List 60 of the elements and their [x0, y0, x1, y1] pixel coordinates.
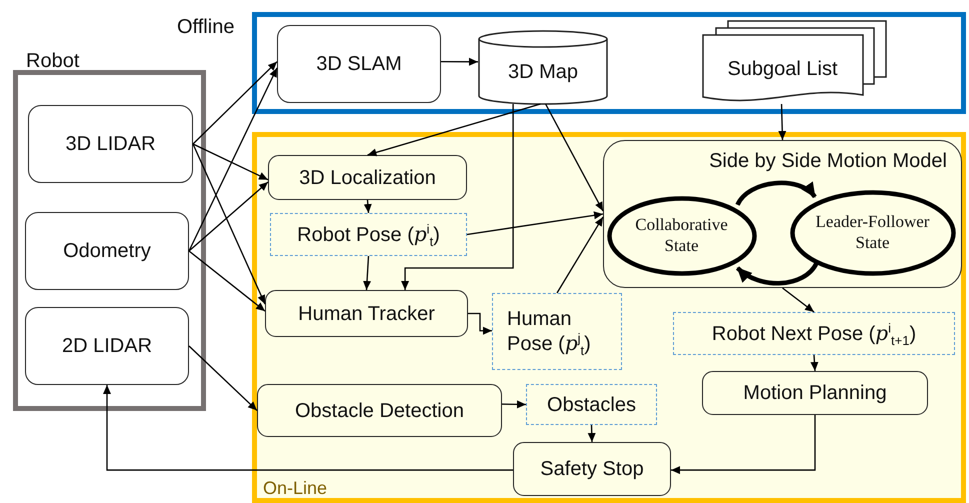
process-box: [25, 212, 189, 290]
arrow: [736, 262, 818, 286]
node-label: Robot Pose (p$^{i}$$_{t}$): [297, 222, 440, 247]
online-group-box: [252, 132, 966, 503]
process-box: [25, 307, 189, 385]
arrow: [188, 68, 278, 252]
node-label: 3D Localization: [299, 166, 436, 190]
process-box: [28, 105, 193, 183]
node-label: 3D SLAM: [316, 52, 402, 76]
node-label: Human Tracker: [298, 302, 435, 326]
arrow: [401, 104, 514, 290]
node-label: Odometry: [63, 239, 151, 263]
arrow: [556, 216, 604, 294]
arrow: [468, 312, 492, 335]
arrow: [671, 415, 816, 474]
arrow: [188, 182, 268, 252]
arrow: [545, 104, 604, 212]
arrow: [363, 256, 372, 290]
node-label: Collaborative State: [634, 215, 729, 256]
arrow: [192, 143, 268, 180]
node-label: Leader-Follower State: [814, 212, 930, 253]
node-label: Motion Planning: [743, 381, 887, 405]
node-label: Obstacles: [547, 392, 636, 416]
node-label: Robot Next Pose (p$^{i}$$_{t+1}$): [712, 321, 916, 346]
data-box: [673, 312, 955, 355]
arrow: [192, 61, 278, 144]
node-label: Safety Stop: [540, 457, 644, 481]
arrow: [502, 400, 526, 408]
arrow: [810, 354, 818, 372]
process-box: [265, 290, 468, 337]
group-title: Side by Side Motion Model: [709, 149, 947, 173]
node-label: Human Pose (p$^{j}$$_{t}$): [507, 307, 592, 356]
model-box: [603, 140, 962, 288]
process-box: [277, 25, 441, 103]
arrow: [466, 211, 604, 236]
arrow: [588, 424, 596, 442]
node-label: 3D Map: [508, 60, 578, 84]
arrow: [188, 250, 266, 312]
node-label: Subgoal List: [727, 57, 838, 81]
group-title: Offline: [177, 15, 234, 39]
arrow: [441, 58, 478, 66]
node-label: 2D LIDAR: [62, 334, 152, 358]
process-box: [257, 384, 502, 437]
process-box: [702, 371, 928, 415]
arrow: [782, 287, 814, 313]
node-label: 3D LIDAR: [65, 132, 156, 156]
node-label: Obstacle Detection: [295, 398, 464, 422]
arrow: [367, 103, 541, 156]
arrow: [192, 144, 266, 304]
data-box: [526, 384, 657, 425]
data-box: [492, 293, 622, 370]
arrow: [778, 104, 786, 140]
process-box: [513, 442, 671, 496]
group-title: On-Line: [263, 478, 328, 500]
arrow: [364, 200, 372, 214]
arrow: [103, 385, 513, 471]
group-title: Robot: [26, 49, 80, 73]
data-box: [270, 213, 467, 256]
process-box: [268, 155, 467, 200]
arrow: [736, 180, 817, 206]
